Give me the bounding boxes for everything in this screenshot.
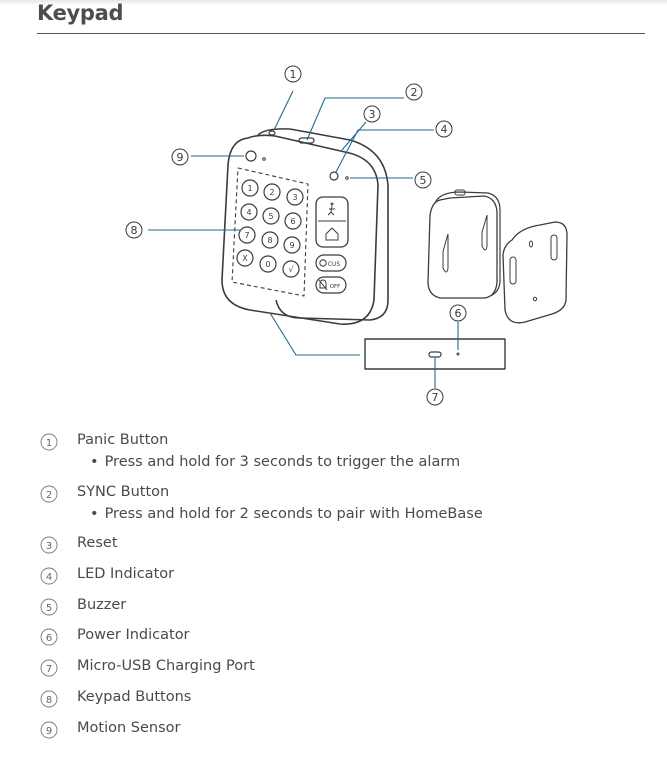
number-3-icon: 3	[40, 536, 58, 554]
callout-3: 3	[369, 108, 376, 121]
svg-text:5: 5	[46, 603, 52, 614]
motion-dot	[262, 157, 266, 161]
number-1-icon: 1	[40, 433, 58, 451]
svg-text:6: 6	[46, 633, 52, 644]
svg-text:2: 2	[46, 490, 52, 501]
cus-label: CUS	[328, 261, 341, 268]
legend-label: LED Indicator	[77, 566, 175, 582]
number-6-icon: 6	[40, 628, 58, 646]
callout-2-circle	[405, 83, 423, 101]
legend-label: Keypad Buttons	[77, 689, 192, 705]
buzzer-dot	[345, 176, 349, 180]
number-7-icon: 7	[40, 659, 58, 677]
key-6: 6	[290, 217, 295, 226]
motion-sensor	[245, 150, 257, 162]
callout-7: 7	[432, 391, 439, 404]
number-2-icon: 2	[40, 485, 58, 503]
number-4-icon: 4	[40, 567, 58, 585]
svg-text:9: 9	[46, 726, 52, 737]
key-7: 7	[244, 231, 249, 240]
mount-plate-front	[427, 195, 498, 299]
legend-label: Power Indicator	[77, 627, 190, 643]
led-indicator	[329, 171, 339, 181]
callout-4-circle	[435, 120, 453, 138]
svg-text:4: 4	[46, 572, 52, 583]
key-2: 2	[269, 188, 274, 197]
svg-text:7: 7	[46, 664, 52, 675]
panic-button	[268, 130, 276, 136]
svg-text:8: 8	[46, 695, 52, 706]
off-label: OFF	[330, 284, 341, 290]
key-0: 0	[265, 260, 270, 269]
key-4: 4	[246, 208, 251, 217]
callout-8-circle	[125, 221, 143, 239]
key-8: 8	[267, 236, 272, 245]
svg-text:3: 3	[46, 541, 52, 552]
micro-usb-port	[428, 351, 442, 358]
legend-sub-item: •Press and hold for 2 seconds to pair wi…	[90, 506, 483, 522]
callout-9: 9	[177, 151, 184, 164]
legend-label: Buzzer	[77, 597, 127, 613]
callout-3-circle	[363, 105, 381, 123]
legend-label: Reset	[77, 535, 118, 551]
number-5-icon: 5	[40, 598, 58, 616]
key-3: 3	[292, 193, 297, 202]
callout-4: 4	[441, 123, 448, 136]
keypad-front-face	[221, 134, 379, 325]
off-key	[315, 276, 347, 294]
callout-6: 6	[455, 307, 462, 320]
key-1: 1	[247, 184, 252, 193]
sync-button	[298, 137, 315, 144]
callout-6-circle	[449, 304, 467, 322]
key-x: X	[242, 254, 248, 263]
callout-5-circle	[414, 171, 432, 189]
section-title: Keypad	[37, 1, 124, 25]
callout-1-circle	[284, 65, 302, 83]
key-5: 5	[268, 212, 273, 221]
keypad-diagram: 1 2 3 4 5 6 7 8 9 X 0 √ CUS OFF	[125, 65, 568, 406]
number-8-icon: 8	[40, 690, 58, 708]
callout-9-circle	[171, 148, 189, 166]
number-9-icon: 9	[40, 721, 58, 739]
mount-plate-back	[502, 221, 568, 324]
callout-1: 1	[290, 68, 297, 81]
cus-key	[315, 254, 347, 272]
legend-label: SYNC Button	[77, 484, 170, 500]
callout-5: 5	[420, 174, 427, 187]
keypad-keys	[236, 179, 304, 278]
legend-label: Motion Sensor	[77, 720, 181, 736]
person-away-icon	[327, 202, 335, 216]
arm-home-key	[315, 196, 349, 248]
bell-off-icon	[318, 279, 328, 291]
callout-2: 2	[411, 86, 418, 99]
power-indicator-dot	[456, 352, 460, 356]
top-shadow	[0, 0, 667, 5]
home-icon	[325, 227, 339, 241]
callout-7-circle	[426, 388, 444, 406]
legend-label: Panic Button	[77, 432, 169, 448]
key-9: 9	[289, 241, 294, 250]
cus-icon	[319, 259, 327, 267]
legend-label: Micro-USB Charging Port	[77, 658, 255, 674]
key-check: √	[288, 265, 294, 274]
title-divider	[37, 33, 645, 34]
keypad-dashed-area	[231, 167, 309, 297]
callout-8: 8	[131, 224, 138, 237]
svg-text:1: 1	[46, 438, 52, 449]
legend-sub-item: •Press and hold for 3 seconds to trigger…	[90, 454, 461, 470]
